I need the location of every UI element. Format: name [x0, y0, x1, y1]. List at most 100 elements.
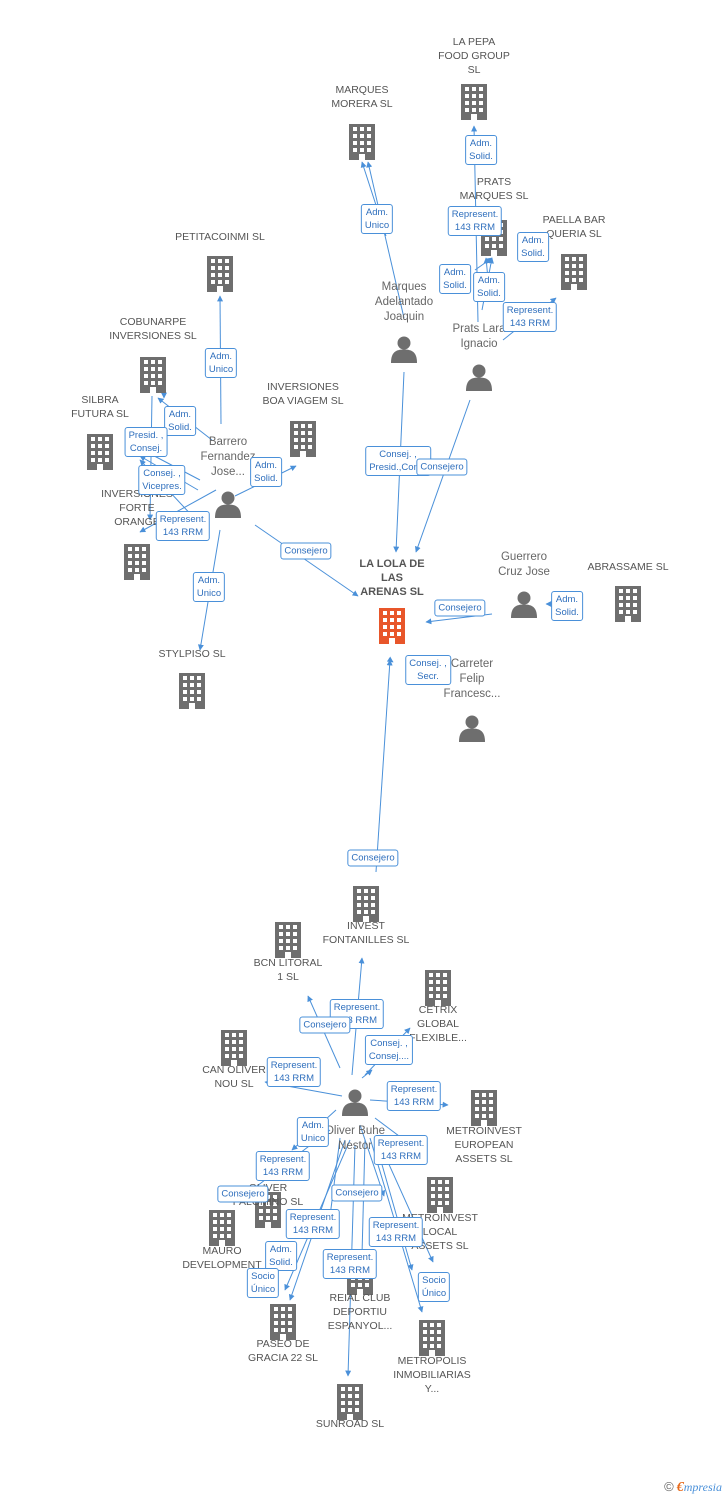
person-label-prats-lara[interactable]: Prats Lara Ignacio — [452, 323, 506, 350]
company-label-prats-marques[interactable]: PRATS MARQUES SL — [459, 176, 529, 202]
person-icon[interactable] — [214, 490, 242, 523]
relation-edge — [361, 1069, 373, 1079]
brand-logo-icon: € — [676, 1480, 684, 1495]
person-label-carreter[interactable]: Carreter Felip Francesc... — [443, 658, 501, 700]
building-icon[interactable] — [423, 970, 453, 1011]
building-icon[interactable] — [268, 1304, 298, 1345]
copyright-symbol: © — [664, 1479, 674, 1494]
company-label-cetrix[interactable]: CETRIX GLOBAL FLEXIBLE... — [409, 1004, 467, 1044]
relation-label: Adm. Solid. — [551, 591, 583, 621]
relation-label: Adm. Solid. — [517, 232, 549, 262]
building-icon[interactable] — [273, 922, 303, 963]
company-label-boa-viagem[interactable]: INVERSIONES BOA VIAGEM SL — [262, 381, 344, 407]
relation-edge — [366, 161, 405, 319]
brand-name: mpresia — [683, 1480, 722, 1494]
building-icon[interactable] — [559, 254, 589, 295]
company-label-stylpiso[interactable]: STYLPISO SL — [158, 648, 226, 660]
relation-edge — [414, 399, 471, 553]
relation-label: Consejero — [416, 458, 468, 476]
relation-label: Consej. , Consej.... — [364, 1035, 414, 1065]
relation-label: Represent. 143 RRM — [368, 1217, 424, 1247]
person-icon[interactable] — [465, 363, 493, 396]
relation-label: Adm. Solid. — [164, 406, 196, 436]
building-icon[interactable] — [351, 886, 381, 927]
person-icon[interactable] — [341, 1088, 369, 1121]
relation-label: Represent. 143 RRM — [373, 1135, 429, 1165]
relation-label: Adm. Solid. — [265, 1241, 297, 1271]
relation-label: Adm. Unico — [296, 1117, 330, 1147]
relation-label: Adm. Solid. — [473, 272, 505, 302]
building-icon[interactable] — [417, 1320, 447, 1361]
company-label-paella-bar[interactable]: PAELLA BAR QUERIA SL — [542, 214, 606, 240]
relation-edge — [254, 524, 359, 597]
building-icon[interactable] — [177, 673, 207, 714]
company-label-invest-fontanilles[interactable]: INVEST FONTANILLES SL — [322, 920, 410, 946]
company-label-bcn-litoral[interactable]: BCN LITORAL 1 SL — [253, 957, 323, 983]
company-label-mauro[interactable]: MAURO DEVELOPMENT — [182, 1245, 262, 1271]
center-building-icon[interactable] — [376, 608, 408, 649]
relation-label: Represent. 143 RRM — [155, 511, 211, 541]
relation-label: Socio Único — [246, 1268, 280, 1298]
relation-label: Represent. 143 RRM — [386, 1081, 442, 1111]
relation-label: Represent. 143 RRM — [447, 206, 503, 236]
company-label-paseo-gracia[interactable]: PASEO DE GRACIA 22 SL — [247, 1338, 319, 1364]
relation-label: Represent. 143 RRM — [322, 1249, 378, 1279]
building-icon[interactable] — [335, 1384, 365, 1425]
relation-label: Adm. Unico — [204, 348, 238, 378]
building-icon[interactable] — [288, 421, 318, 462]
relation-label: Adm. Solid. — [465, 135, 497, 165]
relation-label: Consejero — [299, 1016, 351, 1034]
company-label-can-oliver[interactable]: CAN OLIVER NOU SL — [202, 1064, 266, 1090]
person-label-oliver-buhe[interactable]: Oliver Buhe Nestor — [324, 1125, 386, 1152]
person-label-barrero[interactable]: Barrero Fernandez Jose... — [200, 436, 256, 478]
relation-label: Presid. , Consej. — [124, 427, 168, 457]
building-icon[interactable] — [122, 544, 152, 585]
center-company-label[interactable]: LA LOLA DE LAS ARENAS SL — [359, 558, 425, 598]
building-icon[interactable] — [205, 256, 235, 297]
building-icon[interactable] — [219, 1030, 249, 1071]
person-icon[interactable] — [390, 335, 418, 368]
company-label-la-pepa[interactable]: LA PEPA FOOD GROUP SL — [438, 36, 510, 76]
company-label-sunroad[interactable]: SUNROAD SL — [315, 1418, 385, 1430]
relation-label: Consejero — [347, 849, 399, 867]
relation-label: Represent. 143 RRM — [285, 1209, 341, 1239]
footer-brand: © €mpresia — [664, 1479, 722, 1496]
building-icon[interactable] — [347, 124, 377, 165]
person-icon[interactable] — [458, 714, 486, 747]
company-label-silbra[interactable]: SILBRA FUTURA SL — [71, 394, 129, 420]
person-label-marques-adelantado[interactable]: Marques Adelantado Joaquin — [374, 281, 434, 323]
relation-label: Adm. Unico — [192, 572, 226, 602]
building-icon[interactable] — [459, 84, 489, 125]
building-icon[interactable] — [425, 1177, 455, 1218]
person-label-guerrero[interactable]: Guerrero Cruz Jose — [498, 551, 550, 578]
relation-edge — [375, 659, 393, 873]
relation-label: Adm. Unico — [360, 204, 394, 234]
company-label-reial-club[interactable]: REIAL CLUB DEPORTIU ESPANYOL... — [327, 1292, 393, 1332]
company-label-cobunarpe[interactable]: COBUNARPE INVERSIONES SL — [109, 316, 197, 342]
building-icon[interactable] — [85, 434, 115, 475]
relation-label: Consej. , Secr. — [405, 655, 451, 685]
relation-edge — [359, 1124, 386, 1197]
relation-label: Adm. Solid. — [250, 457, 282, 487]
company-label-petitacoinmi[interactable]: PETITACOINMI SL — [175, 231, 265, 243]
relation-label: Consejero — [217, 1185, 269, 1203]
company-label-metropolis[interactable]: METROPOLIS INMOBILIARIAS Y... — [393, 1355, 471, 1395]
building-icon[interactable] — [469, 1090, 499, 1131]
building-icon[interactable] — [138, 357, 168, 398]
relation-label: Consejero — [331, 1184, 383, 1202]
relation-label: Consej. , Vicepres. — [138, 465, 186, 495]
relation-label: Consejero — [280, 542, 332, 560]
company-label-abrassame[interactable]: ABRASSAME SL — [587, 561, 669, 573]
relation-label: Adm. Solid. — [439, 264, 471, 294]
relation-label: Represent. 143 RRM — [266, 1057, 322, 1087]
company-label-metroinvest-european[interactable]: METROINVEST EUROPEAN ASSETS SL — [446, 1125, 522, 1165]
relation-label: Represent. 143 RRM — [502, 302, 558, 332]
person-icon[interactable] — [510, 590, 538, 623]
relation-label: Consejero — [434, 599, 486, 617]
building-icon[interactable] — [207, 1210, 237, 1251]
company-label-marques-morera[interactable]: MARQUES MORERA SL — [331, 84, 393, 110]
building-icon[interactable] — [613, 586, 643, 627]
relation-label: Represent. 143 RRM — [255, 1151, 311, 1181]
relation-label: Socio Único — [417, 1272, 451, 1302]
